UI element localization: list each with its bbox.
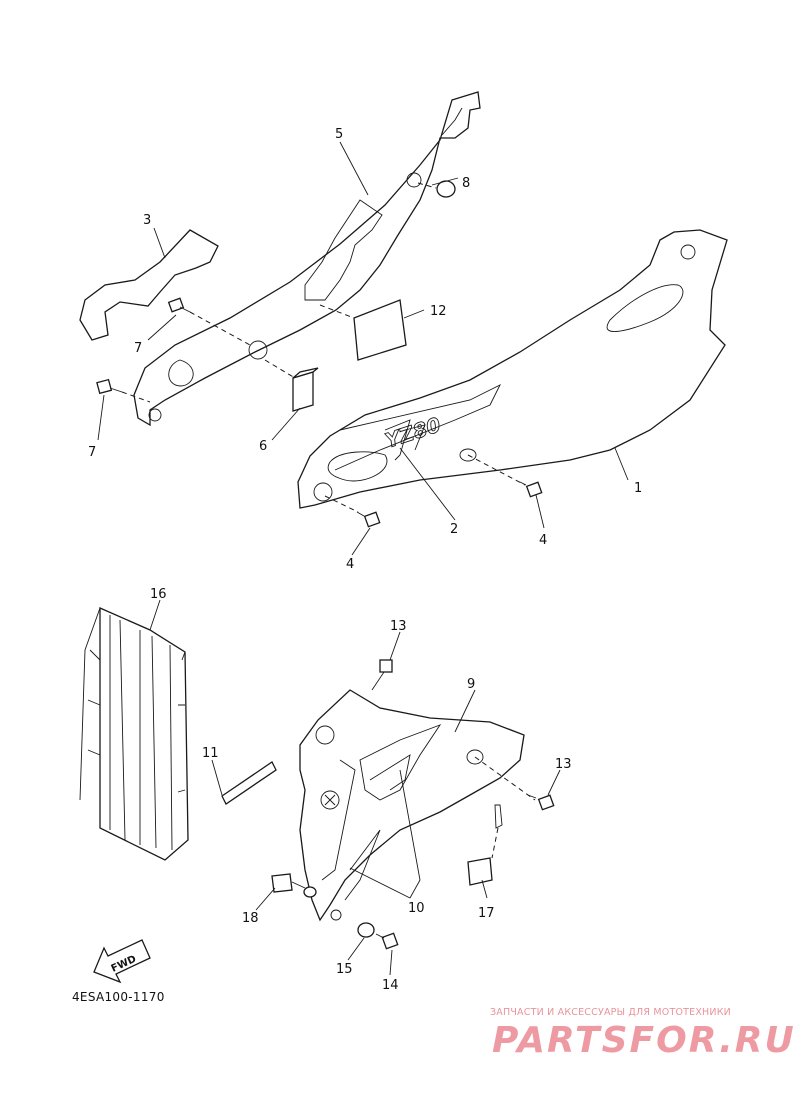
callout-18: 18 [242, 911, 259, 926]
part-7-bolt-upper [167, 297, 251, 346]
callout-labels: 5 3 8 7 7 6 12 1 2 4 4 16 13 9 11 13 10 … [88, 127, 642, 993]
callout-13-right: 13 [555, 757, 572, 772]
callout-17: 17 [478, 906, 495, 921]
callout-13-top: 13 [390, 619, 407, 634]
callout-2: 2 [450, 522, 458, 537]
part-7-bolt-lower [96, 378, 151, 403]
callout-10: 10 [408, 901, 425, 916]
callout-6: 6 [259, 439, 267, 454]
part-13-bolt-right [527, 794, 555, 811]
callout-12: 12 [430, 304, 447, 319]
watermark-brand: PARTSFOR.RU [492, 1020, 796, 1061]
part-8-grommet [417, 180, 456, 198]
callout-15: 15 [336, 962, 353, 977]
callout-4-right: 4 [539, 533, 547, 548]
part-15-washer [357, 922, 375, 938]
callout-14: 14 [382, 978, 399, 993]
part-12-label [319, 299, 407, 361]
callout-4-left: 4 [346, 557, 354, 572]
part-18-clip-nut [271, 873, 317, 898]
callout-11: 11 [202, 746, 219, 761]
part-13-bolt-top [371, 659, 393, 691]
part-3-decal [79, 229, 219, 341]
callout-7-upper: 7 [134, 341, 142, 356]
callout-16: 16 [150, 587, 167, 602]
fwd-arrow: FWD [93, 939, 151, 984]
part-4-screw-right [519, 481, 543, 498]
drawing-code: 4ESA100-1170 [72, 990, 165, 1004]
callout-1: 1 [634, 481, 642, 496]
callout-8: 8 [462, 176, 470, 191]
part-6-damper [264, 359, 319, 412]
part-16-radiator-louver [79, 607, 189, 861]
callout-9: 9 [467, 677, 475, 692]
part-5-bracket-plate [133, 91, 481, 427]
part-17-clip-nut [467, 804, 503, 886]
part-14-bolt [375, 932, 399, 950]
part-9-shroud [299, 689, 536, 922]
callout-7-lower: 7 [88, 445, 96, 460]
callout-5: 5 [335, 127, 343, 142]
part-1-side-cover: YZ80 [297, 229, 728, 509]
part-4-screw-left [324, 495, 381, 528]
part-11-strip [221, 761, 277, 805]
callout-3: 3 [143, 213, 151, 228]
watermark-tagline: ЗАПЧАСТИ И АКСЕССУАРЫ ДЛЯ МОТОТЕХНИКИ [490, 1007, 731, 1018]
leader-lines [97, 141, 629, 976]
